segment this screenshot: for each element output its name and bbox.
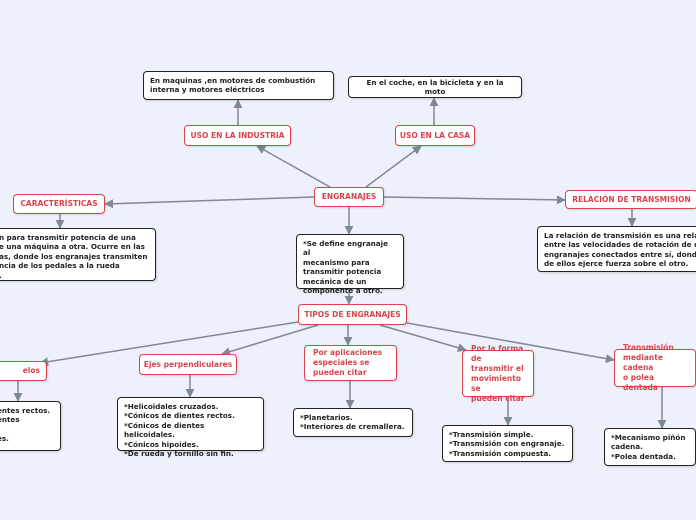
note-aplicaciones-especiales[interactable]: *Planetarios. *Interiores de cremallera.	[293, 408, 413, 437]
note-relacion-de-transmision[interactable]: La relación de transmisión es una relac …	[537, 226, 696, 272]
link-central-industria	[256, 145, 331, 188]
note-definicion[interactable]: *Se define engranaje al mecanismo para t…	[296, 234, 404, 295]
link-tipos-forma	[379, 324, 467, 353]
note-ejes-paralelos[interactable]: entes rectos. entes es.	[0, 401, 61, 451]
link-central-relacion	[383, 195, 566, 205]
note-uso-en-la-casa[interactable]: En el coche, en la bicicleta y en la mot…	[348, 76, 522, 98]
topic-ejes-paralelos[interactable]: elos	[0, 361, 47, 381]
topic-tipos-de-engranajes[interactable]: TIPOS DE ENGRANAJES	[298, 304, 407, 325]
note-uso-en-la-industria[interactable]: En maquinas ,en motores de combustión in…	[143, 71, 334, 100]
topic-uso-en-la-casa[interactable]: USO EN LA CASA	[395, 125, 475, 146]
note-ejes-perpendiculares[interactable]: *Helicoidales cruzados. *Cónicos de dien…	[117, 397, 264, 458]
note-cadena-polea[interactable]: *Mecanismo piñón cadena. *Polea dentada.	[604, 428, 696, 466]
link-central-caracteristicas	[104, 196, 315, 209]
note-caracteristicas[interactable]: n para transmitir potencia de una e una …	[0, 228, 156, 281]
topic-caracteristicas[interactable]: CARACTERÍSTICAS	[13, 194, 105, 214]
topic-aplicaciones-especiales[interactable]: Por aplicaciones especiales se pueden ci…	[304, 345, 397, 381]
note-forma-de-transmitir[interactable]: *Transmisión simple. *Transmisión con en…	[442, 425, 573, 462]
link-tipos-cadena	[406, 322, 615, 364]
link-tipos-paralelos	[39, 321, 299, 367]
link-tipos-perpendiculares	[221, 324, 319, 356]
topic-ejes-perpendiculares[interactable]: Ejes perpendiculares	[139, 354, 237, 375]
topic-uso-en-la-industria[interactable]: USO EN LA INDUSTRIA	[184, 125, 291, 146]
central-topic-engranajes[interactable]: ENGRANAJES	[314, 187, 384, 207]
link-central-casa	[365, 145, 422, 188]
topic-forma-de-transmitir[interactable]: Por la forma de transmitir el movimiento…	[462, 344, 534, 403]
topic-cadena-polea[interactable]: Transmisión mediante cadena o polea dent…	[614, 343, 696, 392]
topic-relacion-de-transmision[interactable]: RELACIÓN DE TRANSMISION	[565, 190, 696, 209]
